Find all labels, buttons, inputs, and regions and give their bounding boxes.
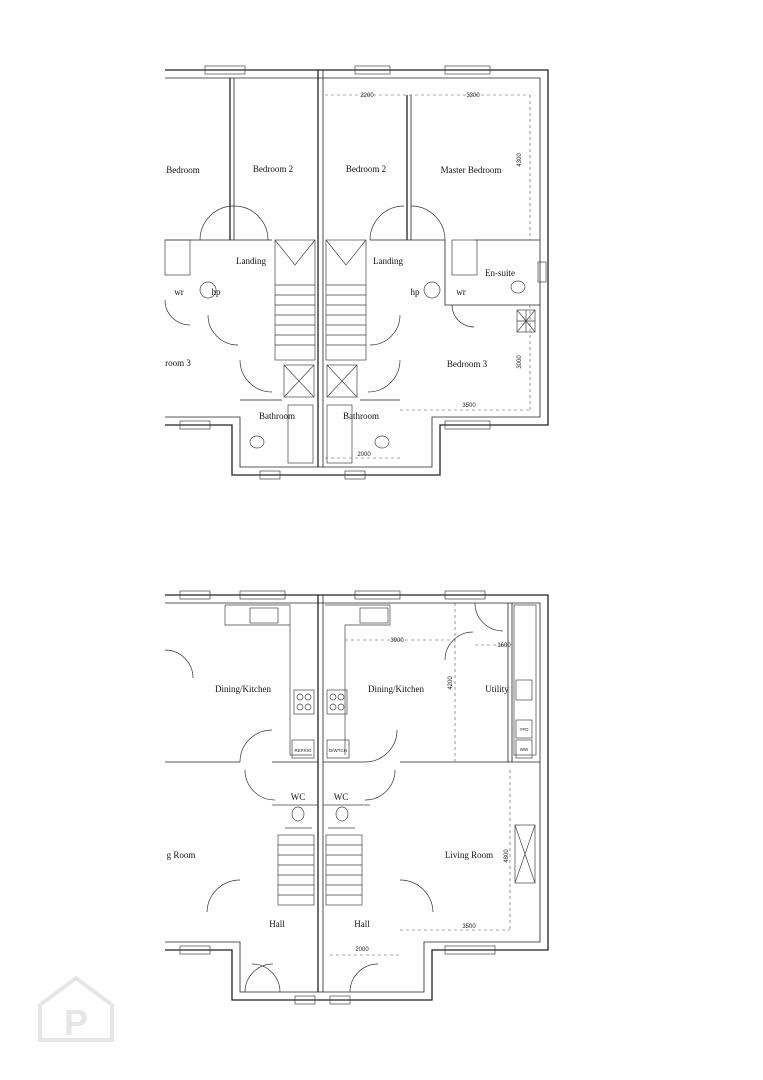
room-label-hall-left: Hall xyxy=(269,919,285,929)
first-floor-dimension-lines xyxy=(325,94,531,459)
room-label-hall-right: Hall xyxy=(354,919,370,929)
room-label-bedroom3-left: room 3 xyxy=(165,358,191,368)
room-label-utility: Utility xyxy=(485,684,509,694)
dimension-living-w: 3500 xyxy=(462,924,476,930)
room-label-wr-left: wr xyxy=(174,287,184,297)
room-label-bathroom-right: Bathroom xyxy=(343,411,379,421)
room-label-dining-kitchen-right: Dining/Kitchen xyxy=(368,684,424,694)
fixture-label-ww: WW xyxy=(520,747,529,752)
first-floor-outer-walls xyxy=(165,65,549,480)
first-floor-plan: Bedroom Bedroom 2 Bedroom 2 Master Bedro… xyxy=(164,65,549,480)
ground-floor-plan: Dining/Kitchen Dining/Kitchen Utility WC… xyxy=(164,590,549,1005)
first-floor-internal-walls xyxy=(164,78,540,464)
fixture-label-fridge-right: D/WTCH xyxy=(329,748,347,753)
room-label-wc-left: WC xyxy=(291,792,306,802)
room-label-bedroom3-right: Bedroom 3 xyxy=(447,359,488,369)
dimension-kitchen-h: 4200 xyxy=(448,676,454,690)
watermark-letter: P xyxy=(64,1002,88,1043)
watermark-logo: P xyxy=(38,975,114,1043)
dimension-utility-w: 1600 xyxy=(497,643,511,649)
room-label-ensuite: En-suite xyxy=(485,268,515,278)
dimension-living-h: 4800 xyxy=(504,849,510,863)
room-label-bedroom-left: Bedroom xyxy=(166,165,200,175)
room-label-hp-left: hp xyxy=(212,287,222,297)
dimension-bed3-h: 3000 xyxy=(517,355,523,369)
room-label-wc-right: WC xyxy=(334,792,349,802)
dimension-bed3-w: 3500 xyxy=(462,403,476,409)
room-label-master-bedroom: Master Bedroom xyxy=(441,165,502,175)
fixture-label-yfd: YFD xyxy=(520,727,530,732)
dimension-bath-w: 2000 xyxy=(357,452,371,458)
room-label-living-right: Living Room xyxy=(445,850,493,860)
dimension-kitchen-w: 3900 xyxy=(390,638,404,644)
room-label-landing-right: Landing xyxy=(373,256,403,266)
watermark-house-icon xyxy=(38,975,114,1042)
room-label-wr-right: wr xyxy=(456,287,466,297)
ground-floor-outer-walls xyxy=(165,590,549,1005)
dimension-hall-w: 2000 xyxy=(355,947,369,953)
room-label-bathroom-left: Bathroom xyxy=(259,411,295,421)
room-label-dining-kitchen-left: Dining/Kitchen xyxy=(215,684,271,694)
room-label-landing-left: Landing xyxy=(236,256,266,266)
ground-floor-dimension-lines xyxy=(330,603,511,956)
ground-floor-internal-walls xyxy=(164,602,540,993)
dimension-master-w2: 3300 xyxy=(466,93,480,99)
room-label-living-left: g Room xyxy=(167,850,196,860)
room-label-hp-right: hp xyxy=(411,287,421,297)
room-label-bedroom2-right: Bedroom 2 xyxy=(346,164,386,174)
dimension-master-w1: 2200 xyxy=(360,93,374,99)
room-label-bedroom2-left: Bedroom 2 xyxy=(253,164,293,174)
fixture-label-fridge-left: REFRIG xyxy=(294,748,312,753)
dimension-master-h: 4300 xyxy=(517,153,523,167)
